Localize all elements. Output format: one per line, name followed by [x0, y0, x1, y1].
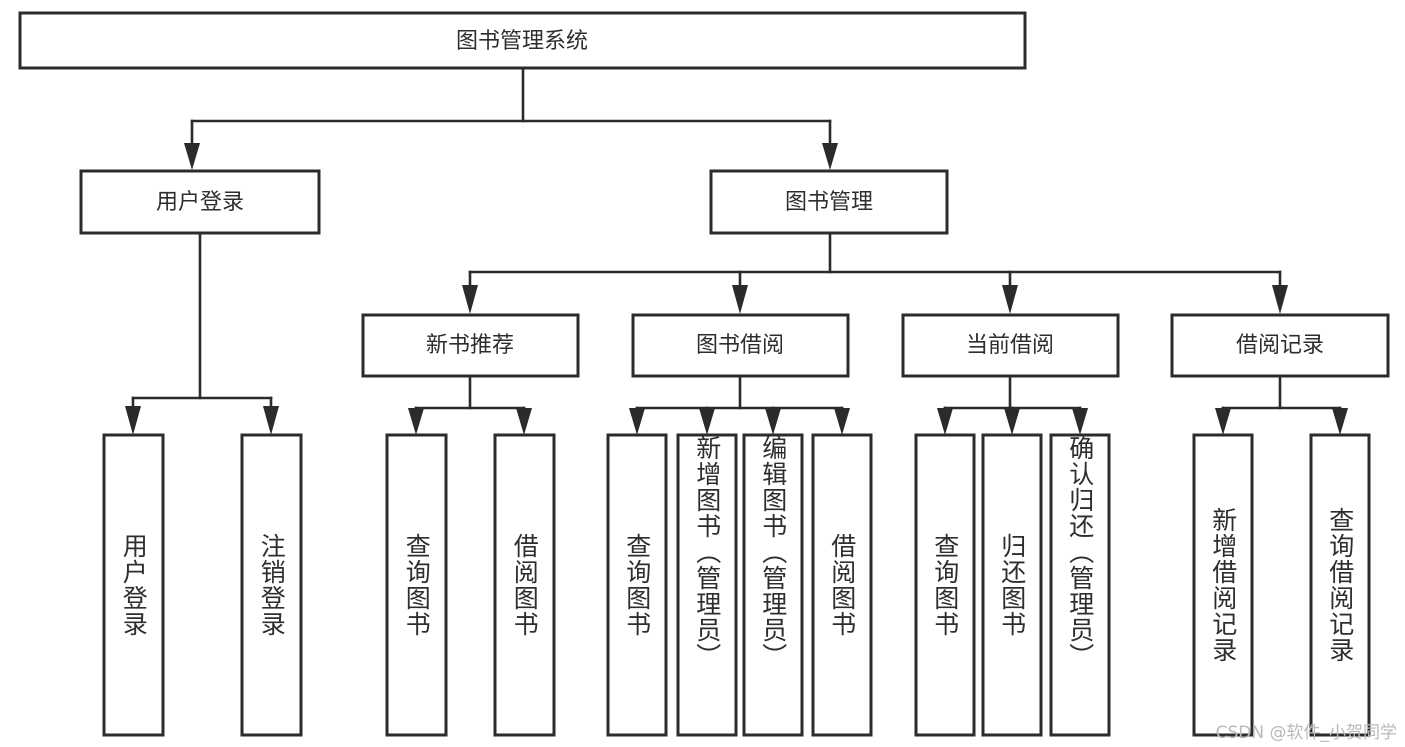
node-leaf-add-record-box[interactable]: [1192, 433, 1254, 737]
node-leaf-user-login-box[interactable]: [102, 433, 165, 737]
arrow-head-leaf-confirm-return: [1072, 408, 1088, 435]
node-leaf-borrow-book-2-box[interactable]: [811, 433, 873, 737]
node-root-label: 图书管理系统: [456, 29, 588, 54]
node-current-borrow[interactable]: 当前借阅: [901, 313, 1120, 378]
arrow-head-leaf-add-record: [1215, 408, 1231, 435]
node-current-borrow-box[interactable]: [901, 313, 1120, 378]
node-new-book-recommend-label: 新书推荐: [426, 333, 514, 358]
node-borrow-record[interactable]: 借阅记录: [1170, 313, 1390, 378]
arrow-head-leaf-borrow-book-2: [834, 408, 850, 435]
node-book-manage[interactable]: 图书管理: [709, 169, 949, 235]
node-root-box[interactable]: [18, 11, 1027, 70]
node-borrow-record-box[interactable]: [1170, 313, 1390, 378]
node-leaf-query-book-1-box[interactable]: [385, 433, 448, 737]
arrow-head-leaf-borrow-book-1: [516, 408, 532, 435]
node-leaf-borrow-book-1-box[interactable]: [493, 433, 556, 737]
arrow-head-current-borrow: [1002, 285, 1018, 314]
node-user-login[interactable]: 用户登录: [79, 169, 321, 235]
node-leaf-query-record-box[interactable]: [1309, 433, 1371, 737]
node-leaf-query-book-3-box[interactable]: [914, 433, 976, 737]
node-book-borrow[interactable]: 图书借阅: [631, 313, 850, 378]
leaf-box-layer: [102, 433, 1371, 737]
arrow-head-leaf-query-record: [1332, 408, 1348, 435]
node-book-manage-box[interactable]: [709, 169, 949, 235]
node-leaf-query-book-2-box[interactable]: [606, 433, 668, 737]
arrow-head-new-book-recommend: [462, 285, 478, 314]
arrow-head-leaf-return-book: [1004, 408, 1020, 435]
node-user-login-box[interactable]: [79, 169, 321, 235]
arrow-head-leaf-query-book-2: [629, 408, 645, 435]
arrow-head-borrow-record: [1272, 285, 1288, 314]
arrow-head-leaf-logout-login: [263, 406, 279, 435]
arrow-head-book-manage: [822, 143, 838, 170]
node-user-login-label: 用户登录: [156, 190, 244, 215]
node-new-book-recommend[interactable]: 新书推荐: [361, 313, 580, 378]
arrow-head-user-login: [184, 143, 200, 170]
node-root[interactable]: 图书管理系统: [18, 11, 1027, 70]
arrow-head-leaf-query-book-1: [408, 408, 424, 435]
node-leaf-add-book-box[interactable]: [676, 433, 738, 737]
node-leaf-logout-login-box[interactable]: [240, 433, 303, 737]
node-book-manage-label: 图书管理: [785, 190, 873, 215]
connector-layer: [125, 66, 1348, 435]
node-leaf-return-book-box[interactable]: [981, 433, 1043, 737]
csdn-watermark: CSDN @软件_小贺同学: [1215, 723, 1397, 743]
node-current-borrow-label: 当前借阅: [966, 333, 1054, 358]
node-book-borrow-box[interactable]: [631, 313, 850, 378]
node-book-borrow-label: 图书借阅: [696, 333, 784, 358]
node-leaf-edit-book-box[interactable]: [742, 433, 804, 737]
node-leaf-confirm-return-box[interactable]: [1049, 433, 1111, 737]
node-new-book-recommend-box[interactable]: [361, 313, 580, 378]
arrow-head-book-borrow: [732, 285, 748, 314]
arrow-head-leaf-edit-book: [765, 408, 781, 435]
arrow-head-leaf-query-book-3: [937, 408, 953, 435]
arrow-head-leaf-user-login: [125, 406, 141, 435]
node-borrow-record-label: 借阅记录: [1236, 333, 1324, 358]
arrow-head-leaf-add-book: [699, 408, 715, 435]
